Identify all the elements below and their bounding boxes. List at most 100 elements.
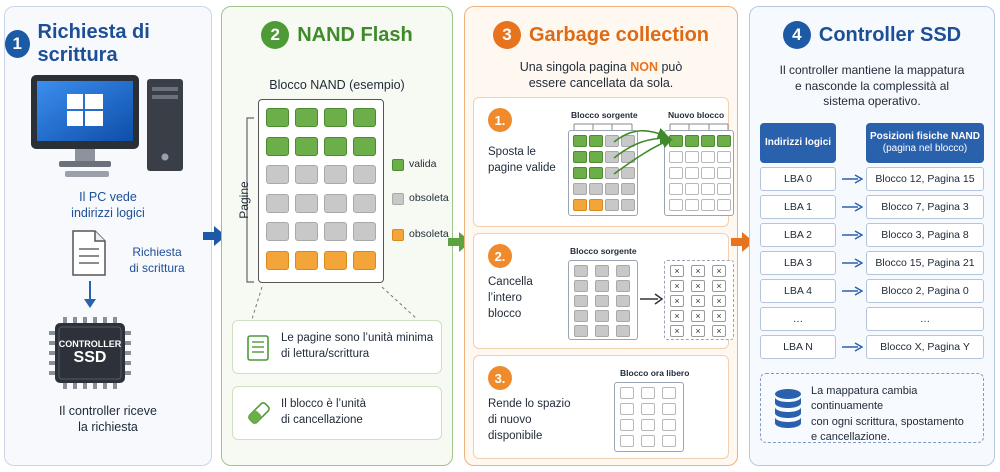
physical-position-cell: Blocco X, Pagina Y bbox=[866, 335, 984, 359]
mini-page-empty bbox=[641, 387, 655, 399]
free-block-label: Blocco ora libero bbox=[620, 368, 690, 378]
gc-step-2-line-3: blocco bbox=[488, 308, 522, 321]
map-arrow-icon bbox=[842, 342, 863, 352]
mini-page-empty bbox=[701, 167, 715, 179]
source-block-label: Blocco sorgente bbox=[571, 110, 638, 120]
mini-page-obs bbox=[616, 310, 630, 322]
step-number-badge: 4 bbox=[782, 21, 811, 49]
note-line-2: con ogni scrittura, spostamento bbox=[811, 415, 964, 428]
legend-obsolete-label: obsoleta bbox=[409, 192, 449, 204]
note-line-3: e cancellazione. bbox=[811, 431, 890, 444]
eraser-icon bbox=[248, 402, 270, 424]
mini-page-valid bbox=[573, 167, 587, 179]
dashed-connectors bbox=[252, 287, 418, 320]
mini-page-obs bbox=[605, 135, 619, 147]
mini-page-empty bbox=[701, 199, 715, 211]
pages-bracket-icon bbox=[246, 117, 254, 283]
nand-page-obs bbox=[353, 222, 376, 241]
mini-page-obs bbox=[621, 183, 635, 195]
mini-page-empty bbox=[662, 435, 676, 447]
legend-valid-label: valida bbox=[409, 158, 437, 170]
mini-page-empty bbox=[620, 403, 634, 415]
lba-cell: LBA 0 bbox=[760, 167, 836, 191]
gc-step-1-line-1: Sposta le bbox=[488, 146, 536, 158]
nand-page-valid bbox=[353, 108, 376, 127]
move-arrows-icon bbox=[613, 128, 673, 175]
mini-page-x: × bbox=[712, 295, 726, 307]
mini-page-empty bbox=[620, 419, 634, 431]
block-tick-marks bbox=[573, 123, 729, 130]
mini-page-empty bbox=[685, 183, 699, 195]
nand-page-obs bbox=[324, 193, 347, 213]
map-arrow-icon bbox=[842, 230, 863, 240]
mini-page-obs bbox=[574, 325, 588, 337]
nand-page-valid bbox=[266, 108, 289, 127]
physical-position-cell: Blocco 2, Pagina 0 bbox=[866, 279, 984, 303]
map-arrow-icon bbox=[842, 286, 863, 296]
mini-page-obs bbox=[595, 265, 609, 277]
nand-page-orange bbox=[353, 250, 376, 270]
mini-page-obs bbox=[605, 183, 619, 195]
nand-page-valid bbox=[266, 136, 289, 156]
panel-nand-flash: 2 NAND Flash Blocco NAND (esempio) Pagin… bbox=[221, 6, 453, 466]
header-logical-addresses: Indirizzi logici bbox=[760, 123, 836, 163]
mini-page-x: × bbox=[691, 265, 705, 277]
write-request-label: Richiesta di scrittura bbox=[129, 245, 185, 275]
nand-page-valid bbox=[324, 136, 347, 156]
new-block bbox=[664, 130, 734, 216]
lba-cell: LBA N bbox=[760, 335, 836, 359]
panel-1-title: 1 Richiesta di scrittura bbox=[5, 21, 211, 67]
free-block bbox=[614, 382, 684, 452]
header-physical-positions: Posizioni fisiche NAND (pagina nel blocc… bbox=[866, 123, 984, 163]
mini-page-empty bbox=[669, 167, 683, 179]
nand-page-obs bbox=[353, 165, 376, 184]
lba-cell: LBA 3 bbox=[760, 251, 836, 275]
nand-page-obs bbox=[295, 222, 318, 241]
gc-step-3: 3. Rende lo spazio di nuovo disponibile … bbox=[473, 355, 729, 459]
mini-page-x: × bbox=[670, 280, 684, 292]
mini-page-empty bbox=[717, 151, 731, 163]
mini-page-empty bbox=[685, 151, 699, 163]
mini-page-obs bbox=[605, 167, 619, 179]
mini-page-empty bbox=[641, 403, 655, 415]
chip-label-ssd: SSD bbox=[73, 349, 107, 367]
mini-page-obs bbox=[616, 295, 630, 307]
legend-orange-swatch bbox=[392, 229, 404, 241]
mini-page-valid bbox=[589, 135, 603, 147]
mini-page-obs bbox=[574, 310, 588, 322]
panel-title-text: Controller SSD bbox=[818, 23, 962, 46]
mini-page-empty bbox=[620, 435, 634, 447]
nand-page-obs bbox=[266, 222, 289, 241]
source-block-label: Blocco sorgente bbox=[570, 246, 637, 256]
physical-position-cell: Blocco 15, Pagina 21 bbox=[866, 251, 984, 275]
lba-cell: … bbox=[760, 307, 836, 331]
map-arrow-icon bbox=[842, 258, 863, 268]
info-box-block: Il blocco è l’unità di cancellazione bbox=[232, 386, 442, 440]
step-number-badge: 3 bbox=[492, 21, 521, 49]
erased-block: ××××××××××××××× bbox=[664, 260, 734, 340]
mini-page-obs bbox=[616, 325, 630, 337]
mini-page-obs bbox=[574, 265, 588, 277]
nand-page-obs bbox=[266, 165, 289, 184]
nand-page-obs bbox=[324, 165, 347, 184]
gc-intro: Una singola pagina NON può essere cancel… bbox=[519, 60, 683, 91]
nand-page-orange bbox=[324, 250, 347, 270]
list-document-icon bbox=[247, 335, 269, 361]
flow-arrow-3-icon bbox=[731, 232, 754, 252]
chip-pins-icon bbox=[49, 317, 131, 389]
nand-page-valid bbox=[295, 136, 318, 156]
mini-page-obs bbox=[595, 280, 609, 292]
gc-step-2-line-2: l’intero bbox=[488, 292, 522, 305]
arrow-down-icon bbox=[84, 281, 96, 308]
info-block-line-1: Il blocco è l’unità bbox=[281, 398, 367, 410]
mini-page-x: × bbox=[670, 310, 684, 322]
nand-block bbox=[258, 99, 384, 283]
nand-page-valid bbox=[353, 136, 376, 156]
mini-page-x: × bbox=[670, 325, 684, 337]
map-arrow-icon bbox=[842, 202, 863, 212]
note-line-1: La mappatura cambia continuamente bbox=[811, 385, 918, 413]
step-number-badge: 2 bbox=[261, 21, 290, 49]
mini-page-x: × bbox=[691, 295, 705, 307]
mini-page-orange bbox=[573, 199, 587, 211]
nand-page-valid bbox=[295, 108, 318, 127]
